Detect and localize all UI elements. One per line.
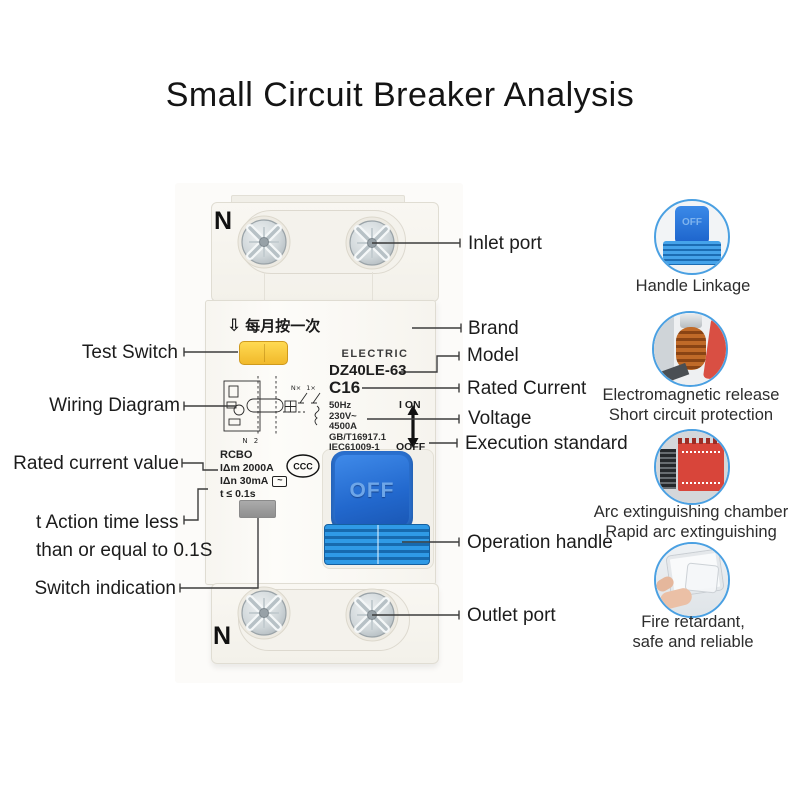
feature-caption-handle-linkage: Handle Linkage (635, 277, 751, 295)
callout-operation-handle: Operation handle (467, 532, 613, 553)
feature-thumb-arc-comb (678, 438, 724, 444)
feature-thumb-arc-plate (678, 438, 724, 491)
seam-line (264, 272, 265, 300)
feature-image-handle-linkage: OFF (654, 199, 730, 275)
feature-caption-electromagnetic: Electromagnetic release Short circuit pr… (588, 386, 794, 425)
feature-thumb-plastic-part2 (684, 562, 720, 594)
callout-wiring-diagram: Wiring Diagram (49, 395, 180, 416)
feature-thumb-arc-dots (682, 482, 720, 484)
feature-thumb-coil-panel (654, 313, 674, 385)
feature-image-electromagnetic-release (652, 311, 728, 387)
switch-indicator-window (239, 500, 276, 518)
on-position-label: I ON (399, 399, 421, 411)
rcbo-type-label: RCBO (220, 449, 253, 461)
feature-image-arc-chamber (654, 429, 730, 505)
feature-thumb-coil-cylinder (680, 314, 702, 328)
callout-inlet-port: Inlet port (468, 233, 542, 254)
spec-standard-iec: IEC61009-1 (329, 442, 380, 453)
rcbo-idn-text: IΔn 30mA (220, 475, 269, 487)
feature-image-fire-retardant (654, 542, 730, 618)
brand-text: ELECTRIC (341, 348, 409, 360)
breaker-top-screw-plate (240, 210, 406, 274)
feature-caption-arc-line1: Arc extinguishing chamber (593, 503, 789, 521)
feature-caption-electromagnetic-line2: Short circuit protection (608, 405, 774, 424)
monthly-test-text: 每月按一次 (245, 318, 321, 335)
callout-action-time-line2: than or equal to 0.1S (36, 539, 213, 561)
rcbo-trip-time: t ≤ 0.1s (220, 488, 256, 500)
rcbo-idm-rating: IΔm 2000A (220, 462, 274, 474)
model-text: DZ40LE-63 (329, 362, 407, 379)
ac-type-icon: ~ (272, 476, 288, 487)
rcbo-idn-rating: IΔn 30mA~ (220, 475, 288, 488)
seam-line (372, 272, 373, 300)
feature-caption-fire-line1: Fire retardant, (641, 613, 745, 631)
spec-voltage: 230V~ (329, 410, 357, 422)
spec-frequency: 50Hz (329, 400, 352, 411)
rcbo-rating-block: RCBO IΔm 2000A IΔn 30mA~ t ≤ 0.1s (220, 449, 288, 501)
feature-thumb-handle-ribs (663, 241, 721, 265)
monthly-test-note: ⇩每月按一次 (227, 315, 320, 336)
callout-execution-standard: Execution standard (465, 433, 628, 454)
down-arrow-icon: ⇩ (227, 316, 242, 335)
callout-rated-current: Rated Current (467, 378, 587, 399)
feature-caption-arc-line2: Rapid arc extinguishing (605, 522, 777, 541)
callout-rated-current-value: Rated current value (13, 453, 179, 474)
off-position-label: OOFF (396, 441, 426, 453)
feature-thumb-arc-ribs (660, 449, 676, 489)
callout-test-switch: Test Switch (81, 342, 178, 363)
feature-thumb-handle: OFF (675, 206, 709, 243)
spec-standard-gb: GB/T16917.1 (329, 431, 387, 443)
feature-caption-electromagnetic-line1: Electromagnetic release (602, 386, 780, 404)
page-title: Small Circuit Breaker Analysis (165, 76, 635, 114)
handle-ribbed-base[interactable] (324, 524, 430, 565)
callout-action-time-line1: t Action time less (36, 512, 179, 533)
callout-action-time: t Action time less than or equal to 0.1S (36, 509, 241, 564)
spec-breaking-capacity: 4500A (329, 421, 357, 432)
rated-current-text: C16 (329, 378, 361, 397)
feature-thumb-arc-dots (682, 451, 720, 453)
breaker-bottom-screw-plate (238, 589, 410, 651)
callout-voltage: Voltage (468, 408, 532, 429)
feature-thumb-coil (676, 327, 706, 370)
callout-brand: Brand (468, 318, 519, 339)
feature-caption-fire-line2: safe and reliable (632, 632, 754, 651)
feature-caption-fire-retardant: Fire retardant, safe and reliable (593, 613, 793, 652)
neutral-terminal-label-bottom: N (213, 622, 232, 650)
handle-state-label: OFF (349, 479, 395, 502)
callout-outlet-port: Outlet port (467, 605, 556, 626)
callout-model: Model (467, 345, 519, 366)
test-button-seam (263, 344, 265, 362)
handle-base-gap (377, 525, 379, 564)
neutral-terminal-label-top: N (214, 207, 233, 235)
spec-block: 50Hz 230V~ 4500A GB/T16917.1 IEC61009-1 (329, 400, 387, 454)
callout-switch-indication: Switch indication (34, 578, 176, 599)
operation-handle[interactable]: OFF (335, 455, 409, 527)
test-button[interactable] (239, 341, 288, 365)
feature-caption-arc-chamber: Arc extinguishing chamber Rapid arc exti… (584, 503, 798, 542)
